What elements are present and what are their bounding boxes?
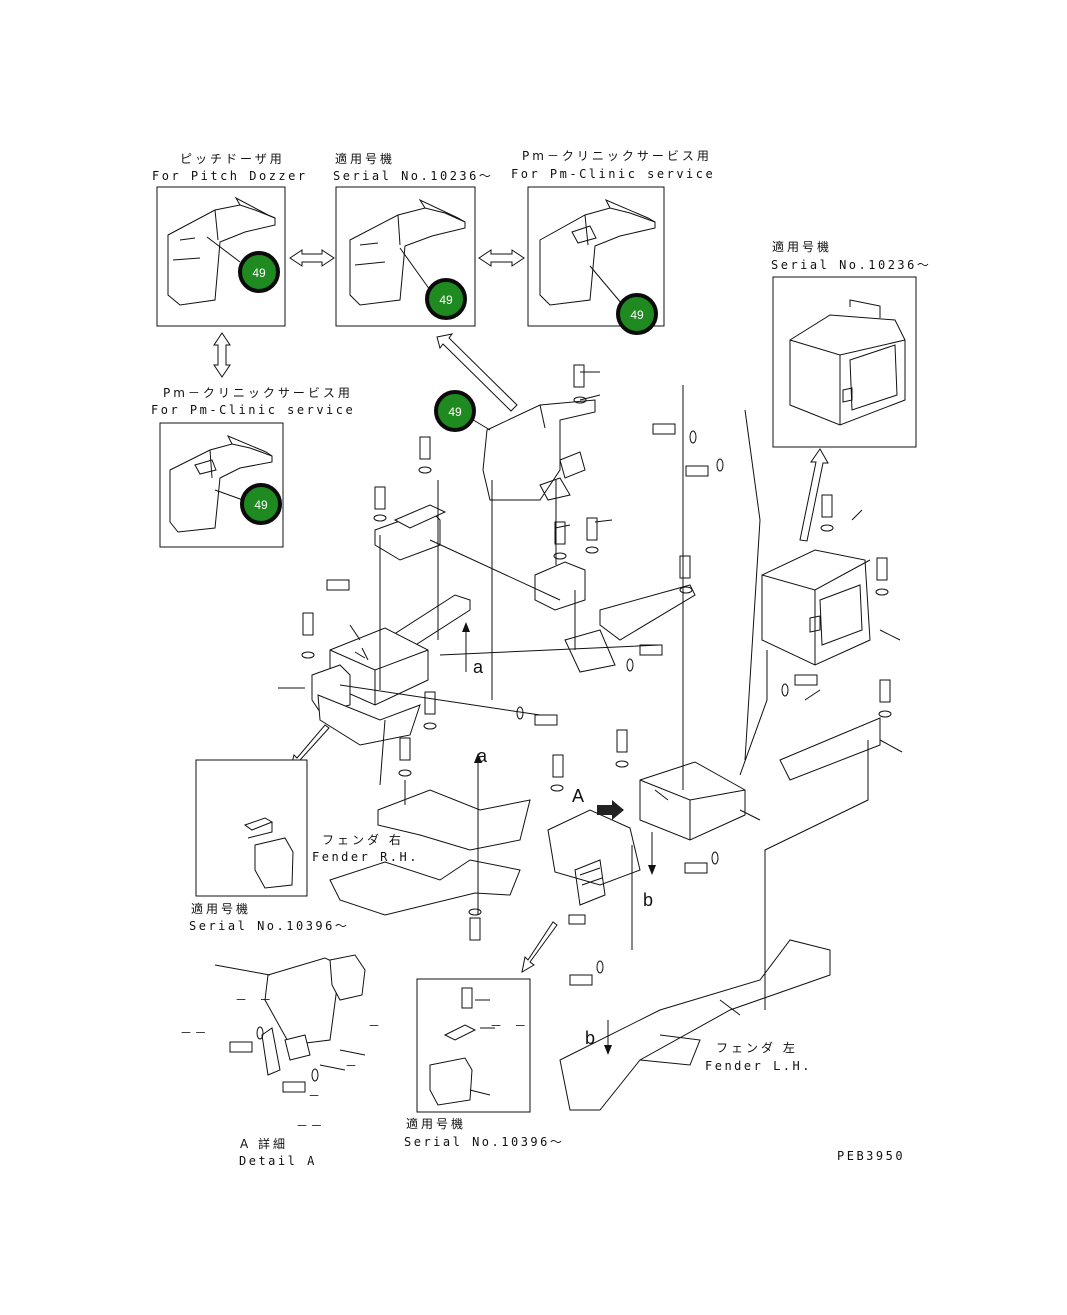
inset-serial-10236-right: 適用号機 Serial No.10236～ xyxy=(771,239,931,448)
serial-10396-label-bottom: Serial No.10396～ xyxy=(404,1135,564,1149)
rear-cover xyxy=(482,399,596,501)
fender-rh xyxy=(329,859,521,916)
svg-text:49: 49 xyxy=(254,498,268,512)
inset-frame xyxy=(195,759,308,897)
ref-letter-b-2: b xyxy=(585,1028,595,1048)
serial-jp-label-left-lower: 適用号機 xyxy=(191,901,251,916)
serial-jp-label-right: 適用号機 xyxy=(772,239,832,254)
cover-part-drawing xyxy=(349,207,466,306)
pitch-dozer-jp-label: ピッチドーザ用 xyxy=(180,152,285,166)
cover-part-drawing xyxy=(167,204,276,306)
ref-letter-a-1: a xyxy=(473,657,484,677)
center-bracket xyxy=(534,561,586,611)
inset-frame xyxy=(416,978,531,1113)
bracket-drawing xyxy=(243,817,294,889)
step-bracket xyxy=(547,809,641,886)
inset-serial-10396-bottom: 適用号機 Serial No.10396～ xyxy=(404,978,564,1149)
inset-frame xyxy=(772,276,917,448)
placeholder-dashes: － － xyxy=(235,993,274,1007)
placeholder-dashes: － － xyxy=(490,1019,529,1033)
main-assembly: a a A b b xyxy=(214,364,903,1111)
tool-box xyxy=(761,549,871,666)
svg-text:49: 49 xyxy=(630,308,644,322)
placeholder-dashes: － xyxy=(308,1089,323,1103)
pitch-dozer-en-label: For Pitch Dozzer xyxy=(152,169,308,183)
fender-lh-en-label: Fender L.H. xyxy=(705,1059,812,1073)
tool-box-drawing xyxy=(789,314,906,426)
placeholder-dashes: － xyxy=(345,1059,360,1073)
detail-a-en-label: Detail A xyxy=(239,1154,317,1168)
leader-lines xyxy=(214,371,903,1071)
ref-letter-a-2: a xyxy=(477,746,488,766)
callout-49[interactable]: 49 xyxy=(434,390,491,432)
serial-10236-label-right: Serial No.10236～ xyxy=(771,258,931,272)
serial-jp-label: 適用号機 xyxy=(335,151,395,166)
ref-letter-b-1: b xyxy=(643,890,653,910)
ref-letter-A: A xyxy=(572,786,584,806)
detail-bracket xyxy=(264,957,341,1046)
inset-pitch-dozer: ピッチドーザ用 For Pitch Dozzer xyxy=(152,152,308,327)
callout-49[interactable]: 49 xyxy=(399,247,467,320)
battery-box-lh xyxy=(639,761,746,841)
pm-clinic-en-label: For Pm-Clinic service xyxy=(511,167,715,181)
fender-rh-jp-label: フェンダ 右 xyxy=(322,832,404,847)
placeholder-dashes: －－ xyxy=(296,1119,325,1133)
pm-clinic-jp-label-2: Pm－クリニックサービス用 xyxy=(163,386,353,400)
rail xyxy=(779,717,881,781)
svg-text:49: 49 xyxy=(252,266,266,280)
detail-a-jp-label: A 詳細 xyxy=(240,1136,288,1151)
placeholder-dashes: － xyxy=(368,1019,383,1033)
svg-text:49: 49 xyxy=(439,293,453,307)
fender-lh-jp-label: フェンダ 左 xyxy=(716,1040,798,1055)
inset-serial-10236: 適用号機 Serial No.10236～ xyxy=(333,151,493,327)
callout-49[interactable]: 49 xyxy=(206,236,280,293)
callout-49[interactable]: 49 xyxy=(214,483,282,525)
fender-lh xyxy=(559,939,831,1111)
serial-10396-label-left: Serial No.10396～ xyxy=(189,919,349,933)
pm-clinic-jp-label: Pm－クリニックサービス用 xyxy=(522,149,712,163)
inset-pm-clinic-top: Pm－クリニックサービス用 For Pm-Clinic service xyxy=(511,149,715,327)
pm-clinic-en-label-2: For Pm-Clinic service xyxy=(151,403,355,417)
cover-part-drawing xyxy=(169,443,273,533)
serial-jp-label-bottom: 適用号機 xyxy=(406,1116,466,1131)
placeholder-dashes: －－ xyxy=(180,1026,209,1040)
inset-serial-10396-left: 適用号機 Serial No.10396～ xyxy=(189,759,349,933)
callout-49[interactable]: 49 xyxy=(589,265,658,335)
serial-10236-label: Serial No.10236～ xyxy=(333,169,493,183)
reference-arrows xyxy=(462,622,656,1055)
fender-rh-en-label: Fender R.H. xyxy=(312,850,419,864)
document-code: PEB3950 xyxy=(837,1149,905,1163)
bracket-drawing xyxy=(429,987,477,1106)
svg-text:49: 49 xyxy=(448,405,462,419)
cover-part-drawing xyxy=(539,207,656,306)
